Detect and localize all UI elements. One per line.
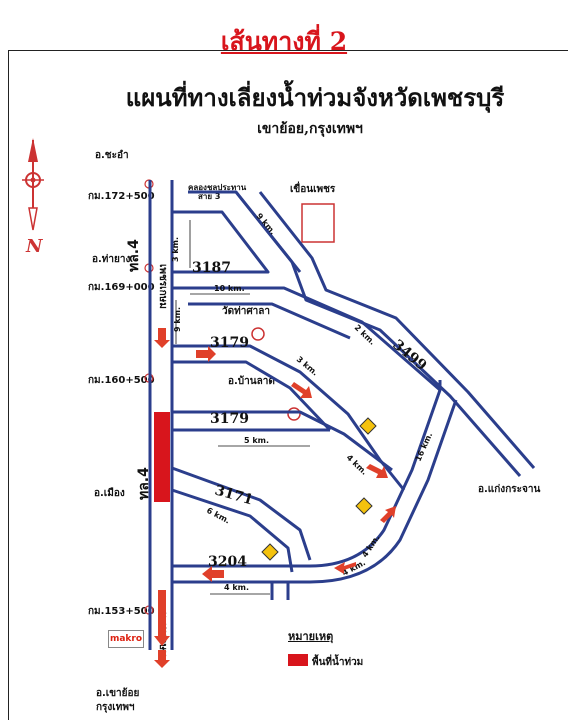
distance-10: 10 km. xyxy=(214,284,245,293)
road-number-3179b: 3179 xyxy=(210,411,249,427)
road-3179-lower xyxy=(172,410,393,472)
road-number-3187: 3187 xyxy=(192,260,231,276)
dam-marker xyxy=(301,203,335,243)
distance-3b: 3 km. xyxy=(295,355,320,378)
km-marker-160: กม.160+500 xyxy=(88,375,155,386)
place-bangkok: กรุงเทพฯ xyxy=(96,702,135,713)
legend-flood-swatch xyxy=(288,654,308,666)
road-3179-north xyxy=(172,286,441,392)
distance-4d: 4 km. xyxy=(224,583,249,592)
road-number-3179a: 3179 xyxy=(210,335,249,351)
km-marker-172: กม.172+500 xyxy=(88,191,155,202)
compass-icon xyxy=(22,138,44,231)
distance-9a: 9 km. xyxy=(254,212,277,237)
legend-title: หมายเหตุ xyxy=(288,630,334,643)
road-number-3499: 3499 xyxy=(389,337,429,374)
flow-arrows xyxy=(154,328,396,668)
canal-label: คลองชลประทาน xyxy=(188,183,247,192)
canal-sublabel: สาย 3 xyxy=(198,192,220,201)
highway-label-lower: ทล.4 xyxy=(136,467,152,500)
temple-marker xyxy=(251,327,265,341)
road-3499 xyxy=(234,191,536,477)
place-cha-am: อ.ชะอำ xyxy=(95,149,129,161)
km-marker-169: กม.169+000 xyxy=(88,282,155,293)
place-dam: เขื่อนเพชร xyxy=(290,181,336,195)
highway-road-name-1: เพชรเกษม xyxy=(157,264,168,309)
dimension-lines xyxy=(175,220,310,595)
highway-label-upper: ทล.4 xyxy=(126,239,142,272)
map-frame xyxy=(8,50,568,720)
compass-north-label: N xyxy=(25,236,44,257)
place-tha-yang: อ.ท่ายาง xyxy=(92,253,130,265)
route-title: เส้นทางที่ 2 xyxy=(220,27,348,56)
distance-16: 16 km. xyxy=(414,431,435,463)
warning-sign-icon xyxy=(261,417,377,561)
ban-lat-marker xyxy=(287,407,301,421)
place-khao-yoi: อ.เขาย้อย xyxy=(96,688,140,699)
highway-4 xyxy=(148,180,174,650)
legend-flood-label: พื้นที่น้ำท่วม xyxy=(312,657,364,668)
distance-5: 5 km. xyxy=(244,436,269,445)
distance-3a: 3 km. xyxy=(171,237,180,262)
map-subtitle: เขาย้อย,กรุงเทพฯ xyxy=(257,121,363,137)
flood-area-highway xyxy=(154,412,170,502)
distance-9b: 9 km. xyxy=(173,307,182,332)
distance-4b: 4 km. xyxy=(360,533,381,559)
distance-4a: 4 km. xyxy=(345,453,369,477)
store-makro: makro xyxy=(108,630,144,648)
place-temple: วัดท่าศาลา xyxy=(222,305,270,317)
km-marker-153: กม.153+500 xyxy=(88,606,155,617)
place-mueang: อ.เมือง xyxy=(94,487,125,499)
place-kaeng-krachan: อ.แก่งกระจาน xyxy=(478,483,540,495)
road-number-3204: 3204 xyxy=(208,554,247,570)
road-3171 xyxy=(171,466,312,573)
map-title: แผนที่ทางเลี่ยงน้ำท่วมจังหวัดเพชรบุรี xyxy=(125,83,505,112)
place-ban-lat: อ.บ้านลาด xyxy=(228,375,275,387)
